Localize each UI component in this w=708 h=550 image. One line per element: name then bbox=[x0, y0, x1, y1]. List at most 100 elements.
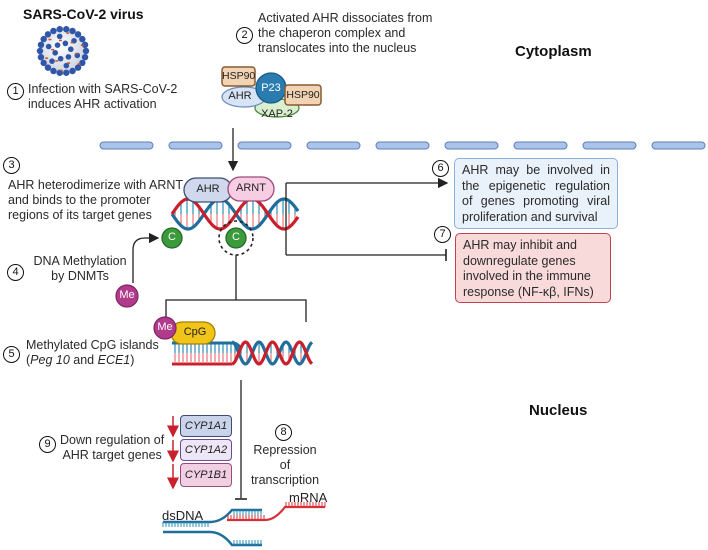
step-9-text: Down regulation of AHR target genes bbox=[60, 433, 164, 463]
paren-close: ) bbox=[130, 353, 135, 367]
step-4-line: by DNMTs bbox=[51, 269, 109, 283]
virus-spike bbox=[74, 31, 82, 38]
membrane-segment bbox=[168, 141, 223, 150]
box-6-text: AHR may be involved in the epigenetic re… bbox=[462, 163, 610, 224]
dna-strand-red bbox=[170, 197, 300, 231]
step-1-marker: 1 bbox=[7, 83, 24, 100]
p23-label: P23 bbox=[261, 82, 281, 94]
step-9-line: AHR target genes bbox=[62, 448, 162, 462]
box-immune-inhibition: AHR may inhibit and downregulate genes i… bbox=[455, 233, 611, 303]
virus-spike bbox=[69, 27, 76, 35]
virus-spike bbox=[36, 47, 44, 55]
cytosine-2 bbox=[225, 227, 247, 249]
dna-coding-strand bbox=[163, 530, 262, 547]
step-9-marker: 9 bbox=[39, 436, 56, 453]
dna-strand-blue bbox=[231, 340, 314, 366]
virus-spike bbox=[79, 59, 86, 67]
arnt-protein bbox=[227, 176, 275, 202]
gene-cyp1a2: CYP1A2 bbox=[180, 439, 232, 461]
dsdna-label: dsDNA bbox=[162, 508, 204, 523]
step-8-text: Repression of transcription bbox=[247, 443, 323, 488]
virus-spike bbox=[57, 55, 64, 62]
dna-helix-promoter bbox=[170, 197, 300, 231]
hsp90-protein-b bbox=[284, 84, 322, 106]
step-8-line: Repression of bbox=[253, 443, 317, 472]
dna-template-strand bbox=[163, 508, 262, 524]
virus-protein bbox=[77, 63, 81, 65]
virus-spike bbox=[81, 41, 89, 49]
membrane-segment bbox=[651, 141, 706, 150]
nuclear-membrane bbox=[99, 141, 706, 150]
gene-ece1: ECE1 bbox=[97, 353, 131, 367]
step-2-line: the chaperon complex and bbox=[258, 26, 406, 40]
virus-spike bbox=[63, 69, 70, 76]
transcription-bubble bbox=[162, 502, 326, 547]
chaperone-complex bbox=[221, 66, 322, 118]
virus-spike bbox=[50, 27, 57, 35]
virus-spike bbox=[81, 53, 89, 61]
dna-methylated-cpg bbox=[172, 340, 314, 366]
box-7-line: response (NF-κβ, IFNs) bbox=[463, 284, 594, 299]
membrane-segment bbox=[99, 141, 154, 150]
step-2-line: translocates into the nucleus bbox=[258, 41, 417, 55]
step-5-line: Methylated CpG islands bbox=[26, 338, 159, 352]
virus-spike bbox=[40, 35, 47, 43]
box-viral-proliferation: AHR may be involved in the epigenetic re… bbox=[454, 158, 618, 229]
step-2-text: Activated AHR dissociates from the chape… bbox=[258, 11, 432, 56]
virus-protein bbox=[74, 53, 78, 55]
step-4-marker: 4 bbox=[7, 264, 24, 281]
step-4-text: DNA Methylation by DNMTs bbox=[30, 254, 130, 284]
virus-spike bbox=[45, 43, 52, 50]
zoom-bracket bbox=[165, 255, 307, 322]
virus-protein bbox=[45, 57, 49, 59]
step-1-text: Infection with SARS-CoV-2 induces AHR ac… bbox=[28, 82, 177, 112]
membrane-segment bbox=[306, 141, 361, 150]
virus-protein bbox=[67, 62, 71, 64]
virus-protein bbox=[51, 48, 55, 51]
membrane-segment bbox=[375, 141, 430, 150]
virus-spike bbox=[63, 26, 70, 33]
membrane-segment bbox=[444, 141, 499, 150]
step-5-genes-line: (Peg 10 and ECE1) bbox=[26, 353, 159, 368]
step-2-marker: 2 bbox=[236, 27, 253, 44]
virus-spike bbox=[44, 31, 52, 38]
virus-protein bbox=[48, 38, 52, 41]
virus-protein bbox=[59, 69, 63, 72]
gene-peg10: Peg 10 bbox=[30, 353, 70, 367]
gene-cyp1b1: CYP1B1 bbox=[180, 463, 232, 487]
virus-spike bbox=[63, 62, 70, 69]
conjunction: and bbox=[69, 353, 98, 367]
methylation-arrow bbox=[132, 232, 160, 283]
step-1-line: induces AHR activation bbox=[28, 97, 157, 111]
methyl-label: Me bbox=[119, 289, 135, 301]
cytosine-2-label: C bbox=[232, 231, 240, 243]
box-7-line: downregulate genes bbox=[463, 253, 576, 268]
step-3-marker: 3 bbox=[3, 157, 20, 174]
virus-spike bbox=[56, 26, 63, 33]
virus-spike bbox=[50, 67, 57, 75]
cytosine-1-label: C bbox=[168, 231, 176, 243]
virus-spike bbox=[74, 64, 82, 71]
gene-cyp1a1: CYP1A1 bbox=[180, 415, 232, 437]
paren-open: ( bbox=[26, 353, 31, 367]
step-5-marker: 5 bbox=[3, 346, 20, 363]
membrane-segment bbox=[582, 141, 637, 150]
hsp90-b-label: HSP90 bbox=[286, 89, 320, 101]
mrna-label: mRNA bbox=[289, 490, 328, 505]
step-8-line: transcription bbox=[250, 473, 320, 487]
dna-strand-red bbox=[231, 340, 314, 366]
step-4-line: DNA Methylation bbox=[33, 254, 127, 268]
mrna-strand bbox=[227, 505, 325, 522]
methyl-cpg-label: Me bbox=[157, 321, 173, 333]
methyl-group-cpg bbox=[153, 316, 177, 340]
cytosine-1 bbox=[161, 227, 183, 249]
virus-title: SARS-CoV-2 virus bbox=[23, 6, 144, 22]
virus-spike bbox=[82, 47, 90, 55]
virus-spike bbox=[79, 35, 86, 43]
step-3-line: and binds to the promoter bbox=[8, 193, 151, 207]
cytoplasm-label: Cytoplasm bbox=[515, 43, 592, 60]
methyl-group bbox=[115, 284, 139, 308]
ahr-dimer-label: AHR bbox=[196, 183, 220, 195]
box-7-line: AHR may inhibit and bbox=[463, 238, 577, 252]
